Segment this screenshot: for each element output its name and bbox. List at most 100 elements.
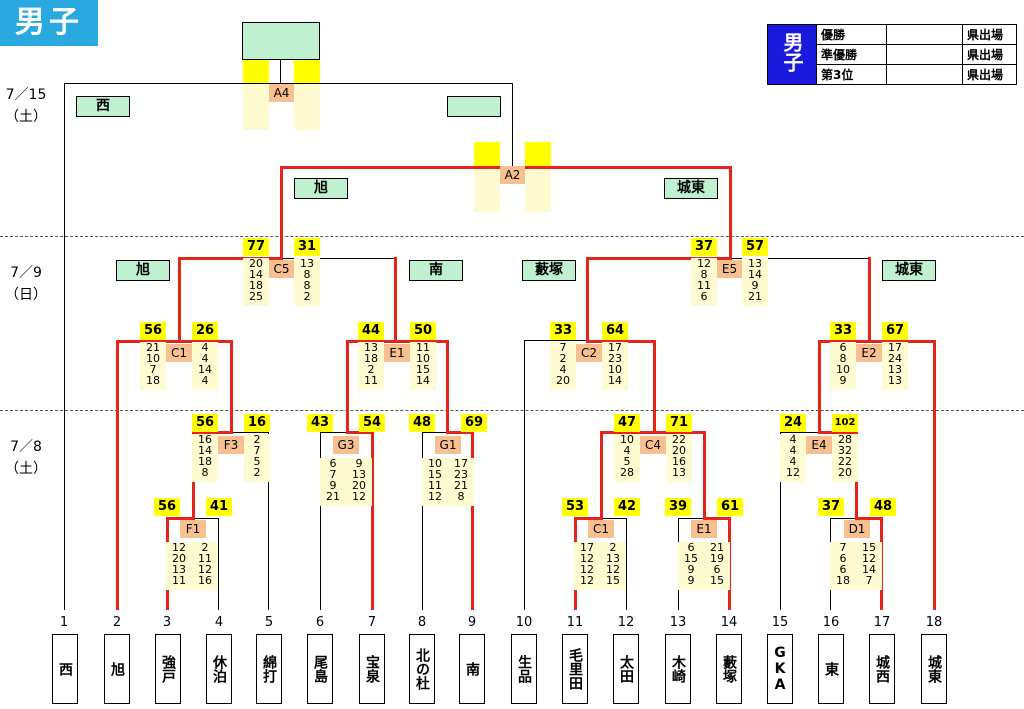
bracket-label: 旭 — [116, 260, 170, 281]
match-label: E1 — [384, 344, 410, 362]
bracket-line — [780, 432, 818, 433]
winner-line — [371, 431, 374, 610]
period-scores: 6 15 9 9 — [678, 542, 704, 590]
team-number: 8 — [417, 615, 427, 630]
team-name: 旭 — [104, 634, 130, 704]
period-scores: 6 7 9 21 — [320, 458, 346, 506]
period-scores: 21 19 6 15 — [704, 542, 730, 590]
score-cell: 33 — [830, 322, 856, 340]
winner-line — [446, 431, 474, 434]
score-area — [243, 84, 269, 130]
score-cell: 57 — [742, 238, 768, 256]
bracket-line — [780, 432, 781, 610]
team-name: 西 — [52, 634, 78, 704]
bracket-line — [830, 518, 856, 519]
date-round2: 7／9（日） — [4, 262, 48, 306]
team-number: 11 — [566, 615, 584, 630]
team-number: 18 — [925, 615, 943, 630]
match-label: C1 — [166, 344, 192, 362]
bracket-line — [192, 518, 218, 519]
period-scores: 13 8 8 2 — [294, 258, 320, 306]
team-number: 2 — [112, 615, 122, 630]
bracket-line — [626, 518, 627, 610]
period-scores: 9 13 20 12 — [346, 458, 372, 506]
match-label: E5 — [717, 260, 742, 278]
period-scores: 12 8 11 6 — [691, 258, 717, 306]
score-cell: 53 — [562, 498, 588, 516]
winner-line — [280, 166, 283, 260]
results-place: 第3位 — [816, 64, 887, 85]
team-name: 北の杜 — [409, 634, 435, 704]
score-cell: 33 — [550, 322, 576, 340]
period-scores: 17 23 21 8 — [448, 458, 474, 506]
winner-line — [192, 431, 232, 434]
score-area — [294, 84, 320, 130]
bracket-label — [447, 96, 501, 117]
winner-line — [446, 340, 449, 434]
score-cell: 26 — [192, 322, 218, 340]
date-text: 7／8 — [10, 439, 42, 455]
winner-line — [855, 517, 883, 520]
score-cell: 56 — [140, 322, 166, 340]
team-name: 尾島 — [307, 634, 333, 704]
bracket-line — [230, 432, 268, 433]
period-scores: 17 24 13 13 — [882, 342, 908, 390]
match-label: E1 — [691, 520, 717, 538]
team-name: 東 — [818, 634, 844, 704]
period-scores: 2 13 12 15 — [600, 542, 626, 590]
results-note: 県出場 — [962, 44, 1017, 65]
winner-line — [116, 340, 232, 343]
match-label: A2 — [500, 166, 525, 184]
results-label-text: 男子 — [780, 32, 804, 72]
score-cell — [243, 60, 269, 84]
bracket-line — [678, 518, 704, 519]
match-label: D1 — [844, 520, 870, 538]
winner-line — [471, 431, 474, 610]
score-cell: 102 — [832, 414, 858, 432]
winner-line — [868, 257, 871, 342]
team-number: 4 — [214, 615, 224, 630]
score-cell: 39 — [665, 498, 691, 516]
team-number: 6 — [315, 615, 325, 630]
score-cell: 50 — [410, 322, 436, 340]
match-label: C2 — [576, 344, 602, 362]
period-scores: 2 7 5 2 — [244, 434, 270, 482]
score-cell: 61 — [717, 498, 743, 516]
bracket-label: 旭 — [294, 178, 348, 199]
bracket-line — [524, 340, 588, 341]
bracket-line — [422, 432, 448, 433]
results-place: 準優勝 — [816, 44, 887, 65]
bracket-label: 南 — [409, 260, 463, 281]
team-name: 城西 — [869, 634, 895, 704]
results-table: 男子 優勝 県出場 準優勝 県出場 第3位 県出場 — [767, 24, 1017, 85]
bracket-line — [320, 432, 321, 610]
team-number: 5 — [264, 615, 274, 630]
match-label: C5 — [269, 260, 294, 278]
match-label: E4 — [806, 436, 832, 454]
results-place: 優勝 — [816, 24, 887, 45]
results-note: 県出場 — [962, 64, 1017, 85]
bracket-line — [730, 258, 870, 259]
score-cell — [525, 142, 551, 166]
bracket-label: 藪塚 — [522, 260, 576, 281]
score-cell: 43 — [307, 414, 333, 432]
bracket-line — [524, 340, 525, 610]
period-scores: 22 20 16 13 — [666, 434, 692, 482]
score-area — [474, 166, 500, 212]
bracket-label: 城東 — [882, 260, 936, 281]
period-scores: 4 4 4 12 — [780, 434, 806, 482]
period-scores: 17 23 10 14 — [602, 342, 628, 390]
winner-line — [818, 340, 936, 343]
bracket-line — [512, 83, 513, 166]
team-number: 10 — [515, 615, 533, 630]
day-text: （土） — [5, 109, 47, 125]
score-cell: 41 — [206, 498, 232, 516]
date-text: 7／9 — [10, 265, 42, 281]
winner-line — [116, 340, 119, 610]
period-scores: 28 32 22 20 — [832, 434, 858, 482]
date-round1: 7／8（土） — [4, 436, 48, 480]
winner-line — [703, 517, 731, 520]
team-number: 3 — [162, 615, 172, 630]
team-name: 太田 — [613, 634, 639, 704]
